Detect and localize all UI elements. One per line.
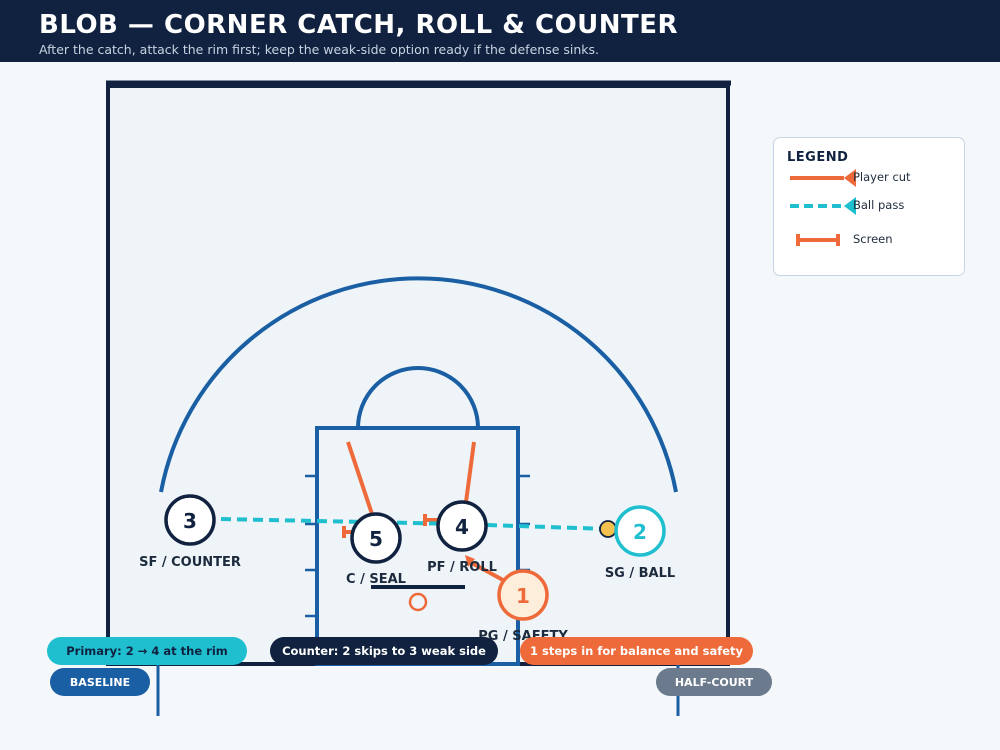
pass-line-skip [220, 517, 461, 526]
player-1-marker: 1 [497, 569, 549, 621]
screen-bar-icon [796, 234, 840, 246]
legend-label-ball-pass: Ball pass [853, 198, 905, 212]
player-3-number: 3 [183, 509, 197, 533]
legend-label-player-cut: Player cut [853, 170, 911, 184]
player-2-label: SG / BALL [604, 566, 676, 581]
half-court-tag: HALF-COURT [656, 668, 772, 696]
pass-line-primary [486, 523, 609, 531]
player-4-number: 4 [455, 515, 469, 539]
player-3-label: SF / COUNTER [139, 555, 241, 570]
player-5-number: 5 [369, 527, 383, 551]
cut-arrowhead-1 [465, 555, 475, 567]
callout-primary: Primary: 2 → 4 at the rim [47, 637, 247, 665]
page-subtitle: After the catch, attack the rim first; k… [39, 42, 599, 57]
baseline-tag: BASELINE [50, 668, 150, 696]
three-point-arc [159, 276, 678, 493]
basketball [599, 520, 617, 538]
free-throw-circle [356, 366, 480, 429]
player-1-circle [497, 569, 549, 621]
legend-label-screen: Screen [853, 232, 893, 246]
cut-line-5 [346, 441, 374, 515]
screen-4 [423, 514, 438, 526]
player-1-number: 1 [516, 584, 530, 608]
cut-line-1 [469, 560, 504, 582]
rim [408, 592, 428, 612]
callout-counter: Counter: 2 skips to 3 weak side [270, 637, 498, 665]
player-5-label: C / SEAL [346, 572, 406, 587]
player-2-number: 2 [633, 520, 647, 544]
player-cut-arrow-icon [790, 169, 856, 187]
player-3-circle [164, 494, 216, 546]
legend-title: LEGEND [787, 150, 849, 165]
header-bar: BLOB — CORNER CATCH, ROLL & COUNTER Afte… [0, 0, 1000, 62]
player-5-circle [350, 512, 402, 564]
player-4-circle [436, 500, 488, 552]
legend-panel: LEGEND Player cut Ball pass Screen [773, 137, 965, 276]
ball-pass-arrow-icon [790, 197, 856, 215]
key-lane [315, 426, 520, 666]
callout-safety: 1 steps in for balance and safety [520, 637, 753, 665]
cut-line-4 [464, 441, 476, 503]
player-4-label: PF / ROLL [427, 560, 497, 575]
page-title: BLOB — CORNER CATCH, ROLL & COUNTER [39, 10, 679, 40]
player-2-circle [614, 505, 666, 557]
